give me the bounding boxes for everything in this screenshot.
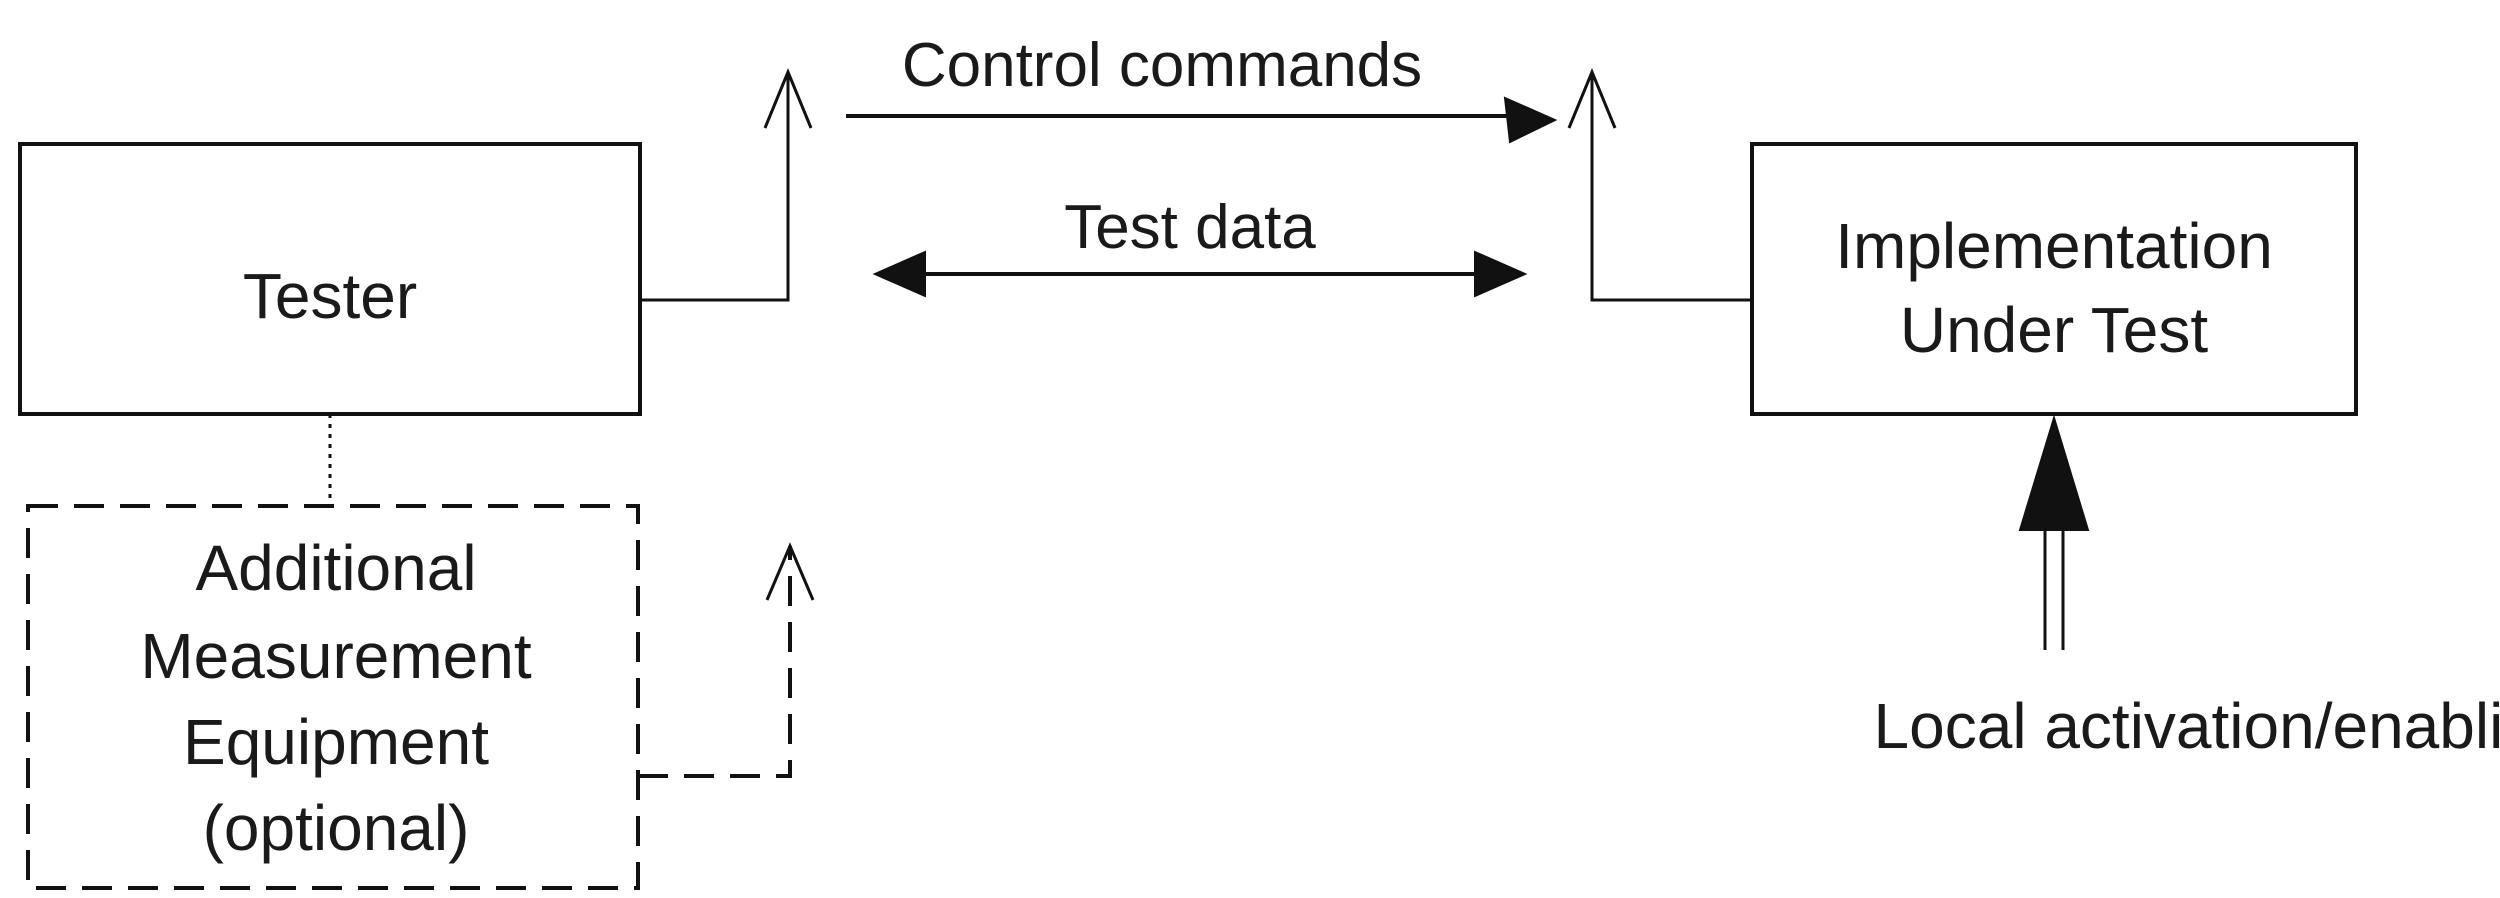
test-data-label: Test data [1064,193,1316,262]
iut-interface-connector [1567,68,1752,302]
control-commands-label: Control commands [902,31,1422,100]
iut-interface-line [1590,72,1752,302]
local-activation-label: Local activation/enabling [1874,690,2500,762]
equipment-label-line-1: Additional [195,532,476,604]
equipment-node: Additional Measurement Equipment (option… [26,504,640,890]
equipment-box [26,504,640,890]
equipment-label-line-4: (optional) [203,792,470,864]
test-data-right-arrowhead-icon [1474,250,1528,298]
equipment-label-line-2: Measurement [140,620,532,692]
tester-box [18,142,642,416]
iut-node: Implementation Under Test [1750,142,2358,416]
test-data-left-arrowhead-icon [872,250,926,298]
iut-box [1750,142,2358,416]
test-data-flow: Test data [872,193,1528,298]
equipment-interface-line [638,546,792,778]
control-commands-arrowhead-icon [1503,96,1558,144]
tester-label: Tester [243,260,417,332]
tester-interface-connector [640,68,813,302]
local-activation-arrowhead-icon [2018,414,2090,531]
iut-label-line-2: Under Test [1900,294,2209,366]
equipment-interface-arrow-icon [765,542,815,601]
tester-node: Tester [18,142,642,416]
local-activation-flow: Local activation/enabling [1874,414,2500,762]
equipment-label-line-3: Equipment [183,706,489,778]
iut-label-line-1: Implementation [1835,210,2273,282]
tester-interface-arrow-icon [763,68,813,129]
iut-interface-arrow-icon [1567,68,1617,129]
tester-interface-line [640,72,790,302]
control-commands-flow: Control commands [846,31,1558,144]
equipment-interface-connector [638,542,815,778]
